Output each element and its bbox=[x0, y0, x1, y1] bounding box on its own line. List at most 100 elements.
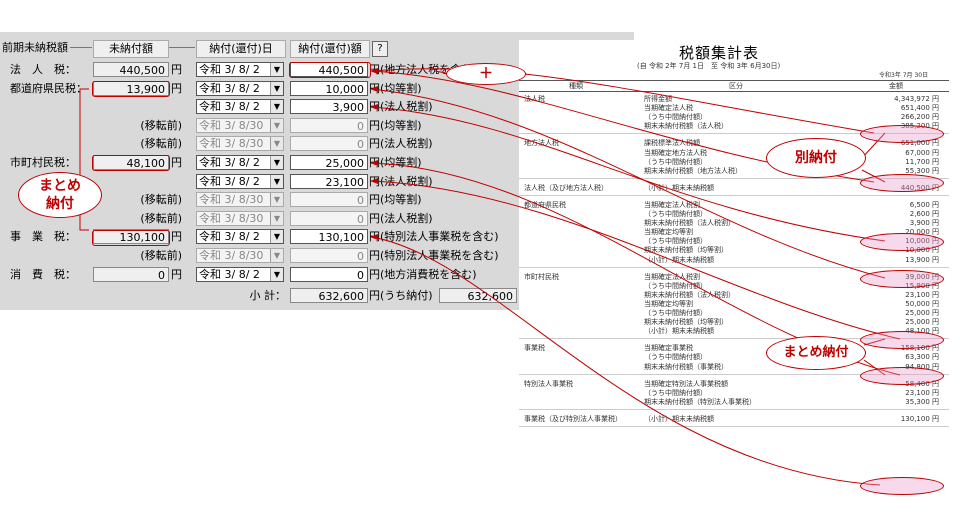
doc-amount: 63,300 円 bbox=[905, 353, 939, 362]
doc-amount: 3,900 円 bbox=[909, 219, 939, 228]
unpaid-field: 13,900 bbox=[93, 81, 169, 96]
row-label: (移転前) bbox=[140, 212, 182, 225]
dropdown-arrow-icon: ▼ bbox=[270, 119, 283, 132]
doc-class: 所得金額 bbox=[644, 95, 672, 103]
help-button[interactable]: ? bbox=[372, 41, 388, 57]
header-divider bbox=[169, 47, 195, 48]
unpaid-unit: 円 bbox=[171, 268, 182, 281]
highlight-hojin bbox=[289, 62, 371, 78]
dropdown-arrow-icon[interactable]: ▼ bbox=[270, 100, 283, 113]
subtotal-note: 円(うち納付) bbox=[369, 289, 433, 302]
date-select[interactable]: 令和 3/ 8/ 2 ▼ bbox=[196, 99, 284, 114]
matome-line2: 納付 bbox=[46, 196, 74, 212]
row-label: 都道府県民税： bbox=[10, 82, 87, 95]
amount-input[interactable]: 130,100 bbox=[290, 229, 368, 244]
doc-section-divider bbox=[519, 426, 949, 427]
doc-amount: 130,100 円 bbox=[900, 414, 939, 423]
amount-input: 0 bbox=[290, 248, 368, 263]
amount-input[interactable]: 10,000 bbox=[290, 81, 368, 96]
doc-section-divider bbox=[519, 194, 949, 196]
amount-input[interactable]: 3,900 bbox=[290, 99, 368, 114]
doc-amount: 158,100 円 bbox=[900, 344, 939, 353]
doc-amount: 55,300 円 bbox=[905, 166, 939, 175]
matome-line1: まとめ bbox=[39, 178, 81, 194]
doc-kind: 法人税 bbox=[524, 95, 545, 103]
row-label: (移転前) bbox=[140, 119, 182, 132]
dropdown-arrow-icon[interactable]: ▼ bbox=[270, 82, 283, 95]
doc-col-amount: 金額 bbox=[889, 82, 903, 90]
amount-note: 円(法人税割) bbox=[369, 212, 433, 225]
doc-section-divider bbox=[519, 408, 949, 410]
doc-header-line bbox=[519, 91, 949, 92]
doc-class: 当期確定均等割 bbox=[644, 299, 693, 308]
amount-input[interactable]: 23,100 bbox=[290, 174, 368, 189]
betsu-annotation: 別納付 bbox=[766, 138, 866, 178]
amount-input[interactable]: 0 bbox=[290, 267, 368, 282]
doc-amount: 651,400 円 bbox=[900, 104, 939, 113]
date-select[interactable]: 令和 3/ 8/ 2 ▼ bbox=[196, 155, 284, 170]
dropdown-arrow-icon: ▼ bbox=[270, 249, 283, 262]
dropdown-arrow-icon[interactable]: ▼ bbox=[270, 175, 283, 188]
unpaid-field: 0 bbox=[93, 267, 169, 282]
date-select: 令和 3/ 8/30▼ bbox=[196, 248, 284, 263]
date-value: 令和 3/ 8/ 2 bbox=[199, 156, 260, 169]
date-select[interactable]: 令和 3/ 8/ 2 ▼ bbox=[196, 267, 284, 282]
doc-class: 期末未納付税額（法人税割） bbox=[644, 290, 735, 299]
row-label: 法 人 税： bbox=[10, 63, 76, 76]
date-select: 令和 3/ 8/30▼ bbox=[196, 118, 284, 133]
doc-class: （うち中間納付額） bbox=[644, 281, 707, 290]
unpaid-field: 48,100 bbox=[93, 155, 169, 170]
amount-input: 0 bbox=[290, 136, 368, 151]
plus-annotation: ＋ bbox=[446, 63, 526, 85]
col-amount-header: 納付(還付)額 bbox=[290, 40, 370, 58]
date-select[interactable]: 令和 3/ 8/ 2▼ bbox=[196, 229, 284, 244]
amount-input[interactable]: 25,000 bbox=[290, 155, 368, 170]
dropdown-arrow-icon[interactable]: ▼ bbox=[270, 156, 283, 169]
doc-class: 期末未納付税額（法人税） bbox=[644, 122, 728, 131]
connector-kintou-pref bbox=[371, 88, 886, 279]
doc-kind: 地方法人税 bbox=[524, 139, 559, 148]
doc-class: 当期確定地方法人税 bbox=[644, 148, 707, 157]
doc-amount: 4,343,972 円 bbox=[894, 95, 939, 103]
doc-col-kind: 種類 bbox=[569, 82, 583, 90]
unpaid-field: 130,100 bbox=[93, 229, 169, 244]
date-value: 令和 3/ 8/ 2 bbox=[199, 268, 260, 281]
arrowhead bbox=[370, 86, 378, 92]
connector-jigyo bbox=[371, 236, 881, 486]
doc-section-divider bbox=[519, 133, 949, 135]
dropdown-arrow-icon[interactable]: ▼ bbox=[270, 63, 283, 76]
date-select[interactable]: 令和 3/ 8/ 2 ▼ bbox=[196, 62, 284, 77]
doc-kind: 事業税（及び特別法人事業税） bbox=[524, 414, 622, 423]
doc-amount: 266,200 円 bbox=[900, 113, 939, 122]
doc-amount: 651,000 円 bbox=[900, 139, 939, 148]
doc-class: 当期確定法人税割 bbox=[644, 272, 700, 281]
dropdown-arrow-icon[interactable]: ▼ bbox=[270, 230, 283, 243]
doc-class: （小計）期末未納税額 bbox=[644, 327, 714, 336]
arrowhead bbox=[370, 178, 378, 184]
doc-amount: 67,000 円 bbox=[905, 148, 939, 157]
row-label: (移転前) bbox=[140, 193, 182, 206]
row-label: 市町村民税： bbox=[10, 156, 76, 169]
date-value: 令和 3/ 8/ 2 bbox=[199, 100, 260, 113]
doc-class: 期末未納付税額（事業税） bbox=[644, 362, 728, 371]
date-select: 令和 3/ 8/30▼ bbox=[196, 136, 284, 151]
doc-highlight-23100 bbox=[860, 331, 944, 349]
doc-class: 期末未納付税額（特別法人事業税） bbox=[644, 397, 756, 406]
amount-note: 円(均等割) bbox=[369, 156, 422, 169]
date-value: 令和 3/ 8/ 2 bbox=[199, 63, 260, 76]
connector-hojinwari-pref bbox=[371, 106, 886, 242]
prior-unpaid-header: 前期未納税額 bbox=[2, 41, 68, 54]
doc-highlight-10000 bbox=[860, 270, 944, 288]
amount-input[interactable]: 440,500 bbox=[290, 62, 368, 77]
row-label: 事 業 税： bbox=[10, 230, 76, 243]
doc-class: 期末未納付税額（地方法人税） bbox=[644, 166, 742, 175]
amount-note: 円(法人税割) bbox=[369, 137, 433, 150]
doc-highlight-130100 bbox=[860, 477, 944, 495]
date-select: 令和 3/ 8/30▼ bbox=[196, 211, 284, 226]
doc-amount: 94,800 円 bbox=[905, 362, 939, 371]
date-select[interactable]: 令和 3/ 8/ 2▼ bbox=[196, 174, 284, 189]
doc-kind: 特別法人事業税 bbox=[524, 379, 573, 388]
date-select[interactable]: 令和 3/ 8/ 2▼ bbox=[196, 81, 284, 96]
doc-header-line bbox=[519, 80, 949, 81]
dropdown-arrow-icon[interactable]: ▼ bbox=[270, 268, 283, 281]
